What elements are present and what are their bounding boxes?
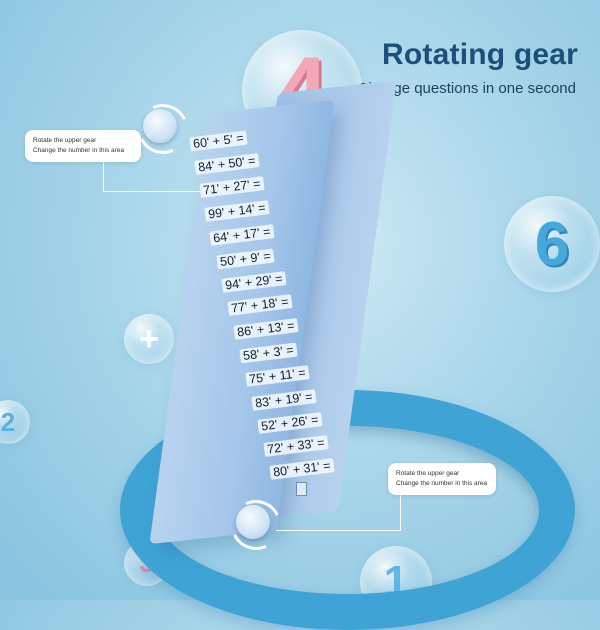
plus-glyph: + <box>139 319 159 358</box>
number-6-glyph: 6 <box>534 209 570 279</box>
lower-callout-line <box>400 494 401 530</box>
lower-callout-line-horizontal <box>276 530 401 531</box>
number-2-glyph: 2 <box>0 406 16 437</box>
device-slot <box>296 482 307 496</box>
callout-line-1: Rotate the upper gear <box>33 137 97 144</box>
lower-gear-callout: Rotate the upper gear Change the number … <box>388 463 496 495</box>
upper-gear-callout: Rotate the upper gear Change the number … <box>25 130 141 162</box>
product-image: Rotating gear Change questions in one se… <box>0 30 600 630</box>
upper-callout-line-horizontal <box>103 191 201 192</box>
lower-gear[interactable] <box>236 505 270 539</box>
upper-callout-line <box>103 162 104 192</box>
bubble-plus: + <box>124 314 174 364</box>
page-subtitle: Change questions in one second <box>357 80 577 97</box>
bubble-number-2: 2 <box>0 400 30 444</box>
callout-line-1: Rotate the upper gear <box>396 470 460 477</box>
bubble-number-6: 6 <box>504 196 600 292</box>
callout-line-2: Change the number in this area <box>396 479 488 487</box>
callout-line-2: Change the number in this area <box>33 146 125 154</box>
upper-gear[interactable] <box>143 109 177 143</box>
page-title: Rotating gear <box>382 38 578 71</box>
